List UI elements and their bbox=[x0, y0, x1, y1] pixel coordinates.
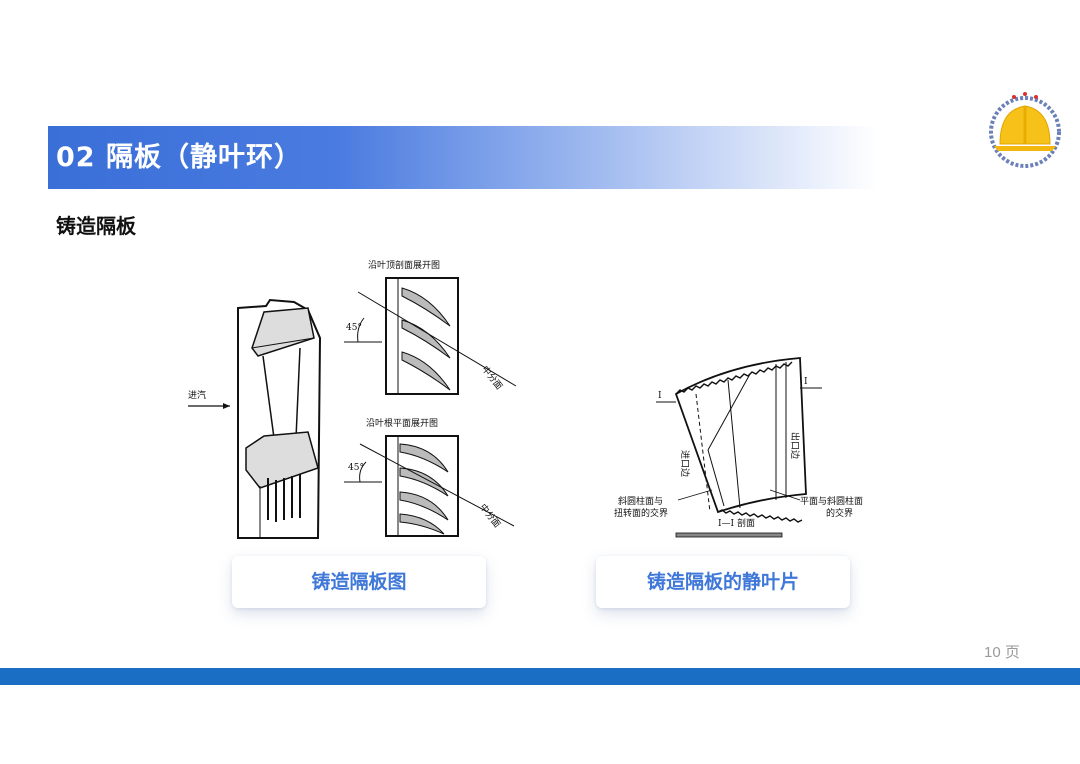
left-note-line2: 扭转面的交界 bbox=[614, 507, 668, 519]
right-figure-caption: 铸造隔板的静叶片 bbox=[596, 556, 850, 608]
top-view-label: 沿叶顶剖面展开图 bbox=[368, 259, 440, 271]
cast-diaphragm-figure: 进汽 沿叶顶剖面展开图 45° 中分面 沿叶根平面展开图 45° 中分面 bbox=[188, 259, 517, 539]
mark-right: I bbox=[804, 377, 808, 387]
stator-blade-figure: I I 进口边 出口边 斜圆柱面与 扭转面的交界 平面与斜圆柱面 的交界 I—I… bbox=[614, 357, 863, 538]
section-subtitle: 铸造隔板 bbox=[56, 214, 136, 238]
title-bar: 02 隔板（静叶环） bbox=[48, 126, 878, 189]
angle-bottom-label: 45° bbox=[348, 463, 364, 473]
bottom-band bbox=[0, 668, 1080, 685]
mark-left: I bbox=[658, 391, 662, 401]
left-note-line1: 斜圆柱面与 bbox=[618, 495, 663, 507]
right-note-line2: 的交界 bbox=[826, 507, 853, 519]
mid-bottom-label: 中分面 bbox=[477, 501, 503, 530]
left-figure-caption: 铸造隔板图 bbox=[232, 556, 486, 608]
page-title: 02 隔板（静叶环） bbox=[56, 142, 302, 173]
angle-top-label: 45° bbox=[346, 323, 362, 333]
outlet-side-label: 出口边 bbox=[789, 432, 801, 459]
inlet-side-label: 进口边 bbox=[679, 450, 690, 477]
bottom-view-label: 沿叶根平面展开图 bbox=[366, 417, 438, 429]
page-number: 10 页 bbox=[984, 644, 1020, 661]
steam-in-label: 进汽 bbox=[188, 389, 206, 401]
section-label: I—I 剖面 bbox=[718, 517, 755, 529]
helmet-logo-icon bbox=[989, 92, 1061, 168]
right-note-line1: 平面与斜圆柱面 bbox=[800, 495, 863, 507]
